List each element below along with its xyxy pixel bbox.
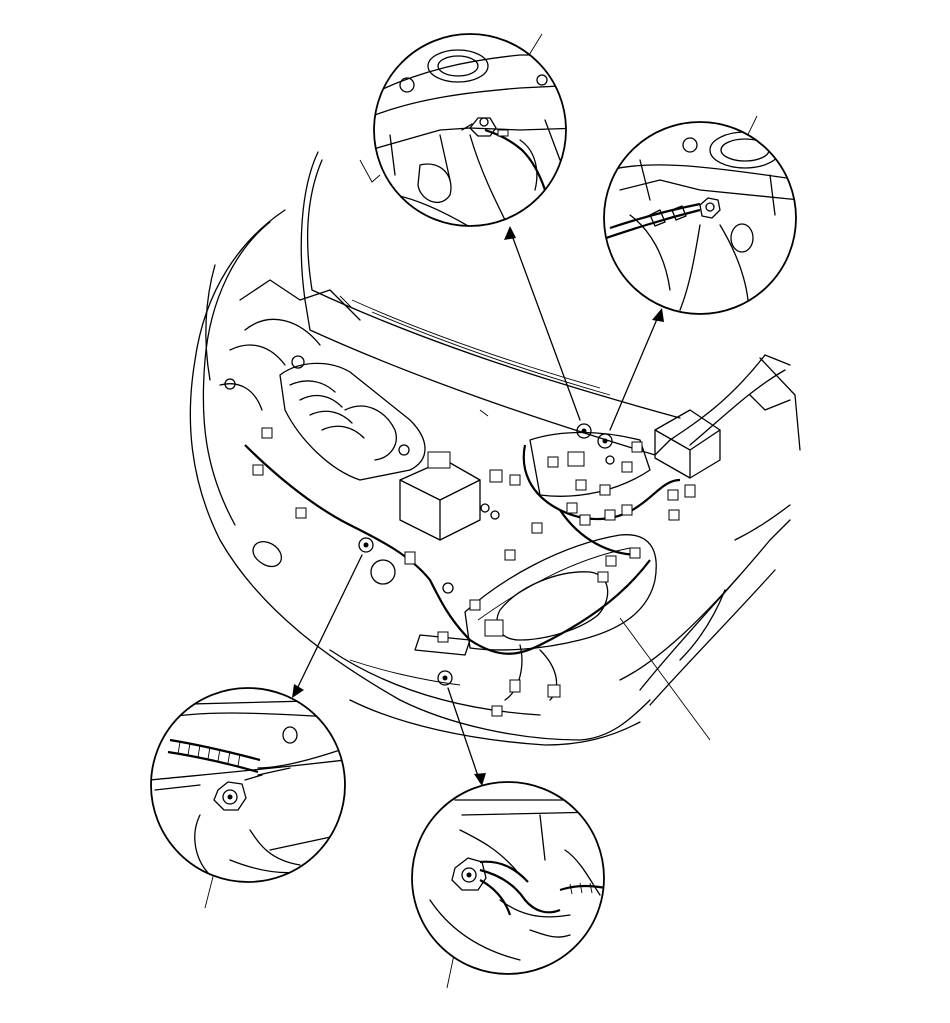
vehicle-front: [189, 151, 801, 746]
bumper-outline: [189, 209, 651, 741]
callout-arrows: [292, 226, 664, 786]
detail-view-top-right: [603, 121, 797, 315]
callout-harness: [619, 617, 711, 741]
detail-view-top-center: [373, 33, 567, 227]
harness-connectors: [252, 427, 696, 717]
ground-point-markers: [358, 423, 613, 686]
engine-block: [279, 362, 426, 481]
wire-harness: [244, 444, 651, 655]
relay-box: [654, 409, 721, 479]
hood-inner-edge: [306, 159, 681, 419]
hood-strut: [759, 357, 801, 451]
detail-view-bottom-left: [150, 687, 346, 883]
headlight: [464, 534, 657, 651]
detail-view-bottom-center: [411, 781, 605, 975]
